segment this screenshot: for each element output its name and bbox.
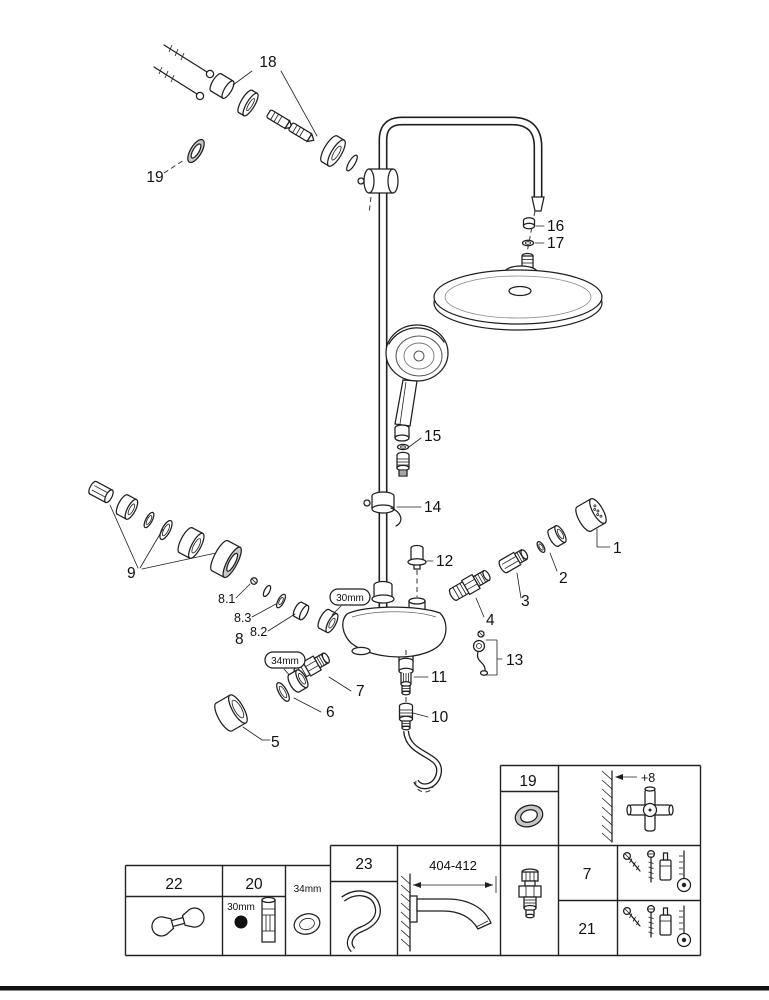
shower-riser-pipe: [357, 116, 545, 615]
socket-size-dot-icon: [234, 915, 248, 929]
cover-cap-1: [575, 497, 607, 533]
callout-17: 17: [547, 235, 564, 252]
spout-dimension-drawing: [400, 873, 497, 952]
callout-7: 7: [356, 683, 365, 700]
callout-2: 2: [559, 570, 568, 587]
check-valve-15: [396, 443, 410, 477]
callout-6: 6: [326, 704, 335, 721]
callout-3: 3: [521, 593, 530, 610]
callout-9: 9: [127, 565, 136, 582]
nipple-3: [498, 548, 529, 574]
callout-15: 15: [424, 428, 441, 445]
union-set-9: 9: [88, 480, 242, 582]
ball-joint-16: [522, 217, 536, 230]
legend-label-20: 20: [245, 876, 263, 893]
wrench-size-30mm-badge: 30mm: [329, 588, 371, 616]
pipe-clamp: [357, 168, 399, 194]
diverter-knob-12: [407, 544, 427, 570]
callout-16: 16: [547, 218, 564, 235]
callout-4: 4: [486, 612, 495, 629]
wall-offset-drawing: +8: [601, 770, 674, 843]
hose-hook-13: 13: [472, 630, 523, 676]
callout-8: 8: [235, 631, 244, 648]
callout-19: 19: [146, 169, 163, 186]
escutcheon-disc: [237, 89, 259, 117]
ring-spanner-icon: [293, 913, 321, 935]
wrench-size-34mm-label: 34mm: [271, 656, 299, 667]
screw-head-icon: [205, 69, 215, 79]
connection-hose-icon: [341, 890, 381, 953]
callout-18: 18: [259, 54, 276, 71]
lock-ring: [346, 154, 358, 172]
callout-14: 14: [424, 499, 442, 516]
rosette-ring-icon: [514, 804, 544, 828]
callout-12: 12: [436, 553, 453, 570]
callout-8-1: 8.1: [218, 592, 235, 606]
cover-rosette-19: [187, 138, 205, 164]
cover-cap: [209, 73, 235, 99]
wrench-icon: [151, 907, 205, 937]
screw-set-8: 8.1 8.3 8.2 8 30mm: [218, 577, 371, 648]
wall-bracket-assembly: 18 19: [146, 44, 358, 186]
union-set-right: 1 2 3 4: [448, 497, 622, 629]
callout-11: 11: [431, 669, 447, 686]
legend-label-19: 19: [519, 773, 536, 790]
callout-10: 10: [431, 709, 449, 726]
callout-13: 13: [506, 652, 523, 669]
washer-17: [521, 239, 535, 247]
legend-tables: 22 20 30mm 34mm 23: [124, 764, 702, 957]
wall-plug: [288, 122, 315, 143]
wall-plug: [266, 109, 293, 130]
hand-shower: [385, 324, 449, 442]
legend-size-34mm: 34mm: [294, 884, 322, 895]
nut-34mm: [287, 669, 309, 693]
cartridge-11: 11: [398, 650, 447, 696]
callout-8-3: 8.3: [234, 611, 251, 625]
screw-head-icon: [195, 91, 205, 101]
rain-shower-head: 16 17: [433, 210, 603, 331]
page-bottom-rule: [0, 986, 769, 991]
glide-slider-14: [363, 491, 402, 527]
coupling-part-icon: [518, 868, 542, 919]
legend-label-7: 7: [583, 866, 592, 883]
cartridge-socket-icon: [261, 896, 276, 943]
legend-label-22: 22: [165, 876, 182, 893]
legend-size-30mm: 30mm: [227, 902, 255, 913]
bath-mixer-body: [342, 580, 447, 666]
wrench-size-34mm-badge: 34mm: [264, 651, 306, 678]
callout-1: 1: [613, 540, 622, 557]
arm-end-fitting: [531, 196, 545, 212]
cover-cap-5: [214, 694, 248, 732]
callout-8-2: 8.2: [250, 625, 267, 639]
wrench-size-30mm-label: 30mm: [336, 593, 364, 604]
shower-head-face: [433, 269, 603, 325]
hand-shower-handle: [394, 379, 418, 427]
check-valve-10: 10: [398, 697, 449, 793]
olive-seal-2: [536, 540, 546, 554]
connection-nipple-4: [448, 569, 491, 601]
legend-label-21: 21: [578, 921, 595, 938]
wall-flange: [320, 135, 346, 167]
callout-5: 5: [271, 734, 280, 751]
union-nut-2: [547, 524, 567, 548]
legend-dimension-404-412: 404-412: [429, 858, 477, 873]
legend-label-23: 23: [355, 856, 372, 873]
legend-offset-plus8: +8: [641, 771, 655, 785]
seal-ring-6: [276, 682, 290, 702]
